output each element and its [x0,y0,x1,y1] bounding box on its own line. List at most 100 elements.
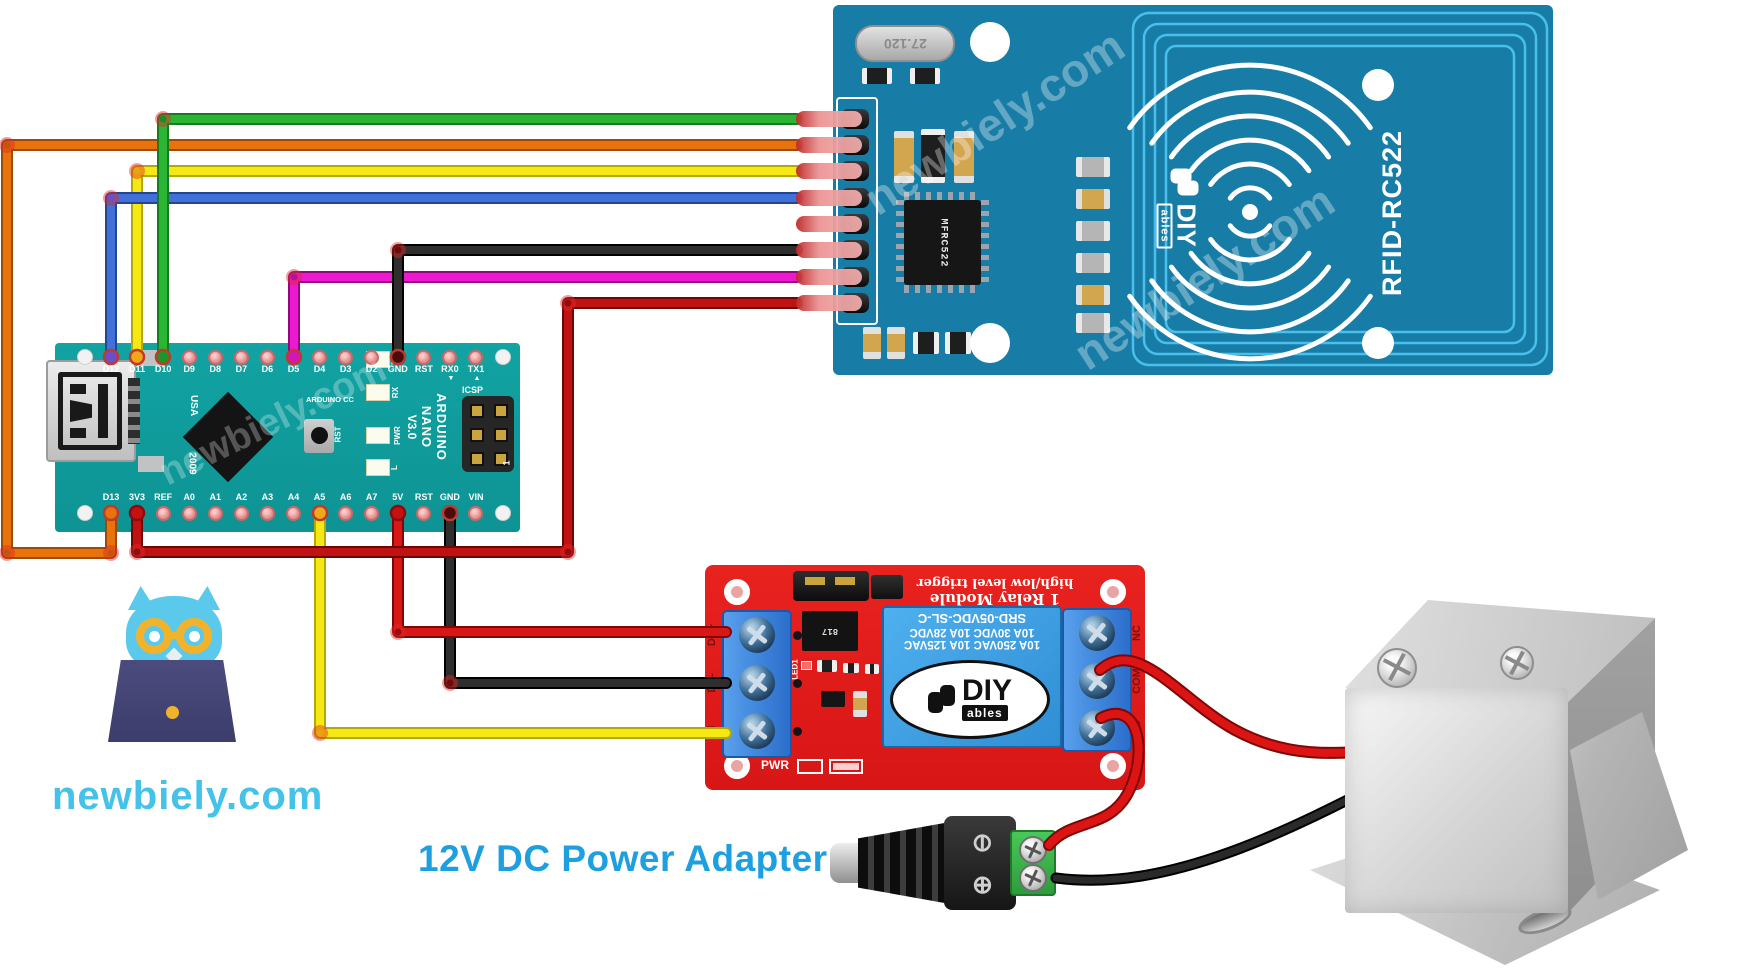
arduino-pin-bottom-a6 [338,505,354,521]
jack-terminal-screw-neg[interactable] [1019,836,1047,864]
arduino-pin-label: D11 [129,364,146,374]
arduino-pin-label: D3 [339,364,352,374]
smd-cap [910,68,940,84]
arduino-pin-label: D5 [287,364,300,374]
arduino-pin-label: A0 [183,492,195,502]
dc-minus-label: DC- [706,673,718,693]
arduino-pin-top-rx0 [442,349,458,365]
arduino-pin-top-d9 [181,349,197,365]
usa-label: USA [188,394,200,417]
jack-terminal-screw-pos[interactable] [1019,864,1047,892]
owl-laptop [108,660,236,742]
arduino-pin-bottom-vin [468,505,484,521]
optocoupler-label: 817 [821,626,839,636]
nc-screw[interactable] [1079,615,1115,651]
arduino-pin-bottom-rst [416,505,432,521]
mfrc522-chip: MFRC522 [904,200,981,285]
relay-mount-hole [724,579,750,605]
mfrc522-stubs [896,200,904,285]
laptop-logo-dot [166,706,179,719]
ables-text: ables [1156,203,1173,249]
arduino-pin-bottom-a4 [285,505,301,521]
smd [887,327,905,359]
com-label: COM [1131,668,1143,694]
rfid-header-pin-3 [841,161,869,181]
relay-subtitle: high/low level trigger [916,575,1074,590]
rfid-mount-hole [970,323,1010,363]
trigger-jumper-pin [835,577,855,585]
arduino-pin-label: TX1 [467,364,485,374]
polarity-negative-icon: ⊖ [968,832,997,854]
trigger-jumper[interactable] [793,571,869,601]
arduino-pin-bottom-ref [155,505,171,521]
dc-jack-tip [830,843,862,883]
diy-text: DIY [1171,203,1202,247]
arduino-pin-label: A7 [365,492,378,502]
mfrc522-label: MFRC522 [937,217,948,268]
arduino-pin-label: D4 [313,364,326,374]
usb-tab [138,456,164,472]
arduino-pin-label: 3V3 [129,492,146,502]
com-screw[interactable] [1079,663,1115,699]
arduino-pin-label: D9 [183,364,195,374]
smd [853,691,867,717]
arduino-pin-top-rst [416,349,432,365]
dc-jack-ribbed-boot [858,822,950,904]
mfrc522-stubs [981,200,989,285]
usb-slot-bar [98,384,108,438]
pwr-led [366,427,390,444]
arduino-pin-bottom-d13 [103,505,119,521]
arduino-pin-label: A4 [287,492,300,502]
arduino-pin-bottom-a7 [364,505,380,521]
arduino-pin-label: D10 [154,364,172,374]
arduino-pin-top-tx1 [468,349,484,365]
site-logo-text[interactable]: newbiely.com [52,774,324,818]
icsp-pin [470,452,484,466]
rfid-pin-header-outline [836,97,878,325]
in-screw[interactable] [739,713,775,749]
rfid-header-pin-7 [841,267,869,287]
rx-led [366,384,390,401]
optocoupler-chip: 817 [802,611,858,651]
arduino-pin-bottom-gnd [442,505,458,521]
dc-jack-body[interactable] [944,816,1016,910]
smd-transistor [821,691,845,707]
smd [817,660,837,672]
wire-hole [793,679,802,688]
arduino-pin-label: RST [414,364,433,374]
arduino-end-hole [495,505,511,521]
arduino-pin-label: A2 [235,492,248,502]
ables-text: ables [961,704,1008,721]
smd [1076,221,1110,241]
arduino-pin-top-d4 [312,349,328,365]
smd [1076,313,1110,333]
jumper-cap[interactable] [871,575,903,599]
dc-plus-screw[interactable] [739,617,775,653]
arduino-pin-bottom-3v3 [129,505,145,521]
no-screw[interactable] [1079,710,1115,746]
arduino-pin-label: VIN [468,492,484,502]
status-led [801,661,812,670]
reset-button-cap[interactable] [311,427,328,444]
arduino-pin-label: A5 [313,492,326,502]
trigger-jumper-pin [805,577,825,585]
rfid-header-pin-4 [841,188,869,208]
arduino-pin-bottom-a3 [259,505,275,521]
icsp-label: ICSP [462,385,484,395]
mfrc522-stubs [904,192,981,200]
arduino-pin-label: D6 [261,364,274,374]
relay-cube: 10A 250VAC 10A 125VAC 10A 30VDC 10A 28VD… [882,606,1062,748]
smd [843,663,859,673]
dc-minus-screw[interactable] [739,665,775,701]
arduino-pin-top-d11 [129,349,145,365]
diyables-logo: DIY ables [1147,168,1202,264]
arduino-pin-top-d5 [285,349,301,365]
pwr-box [829,759,863,774]
usb-pins [128,378,140,444]
diy-text: DIY [961,673,1012,707]
rfid-board-label: RFID-RC522 [1377,129,1407,297]
solenoid-lock [1300,588,1740,979]
smd-resistor [894,131,914,183]
mfrc522-stubs [904,285,981,293]
